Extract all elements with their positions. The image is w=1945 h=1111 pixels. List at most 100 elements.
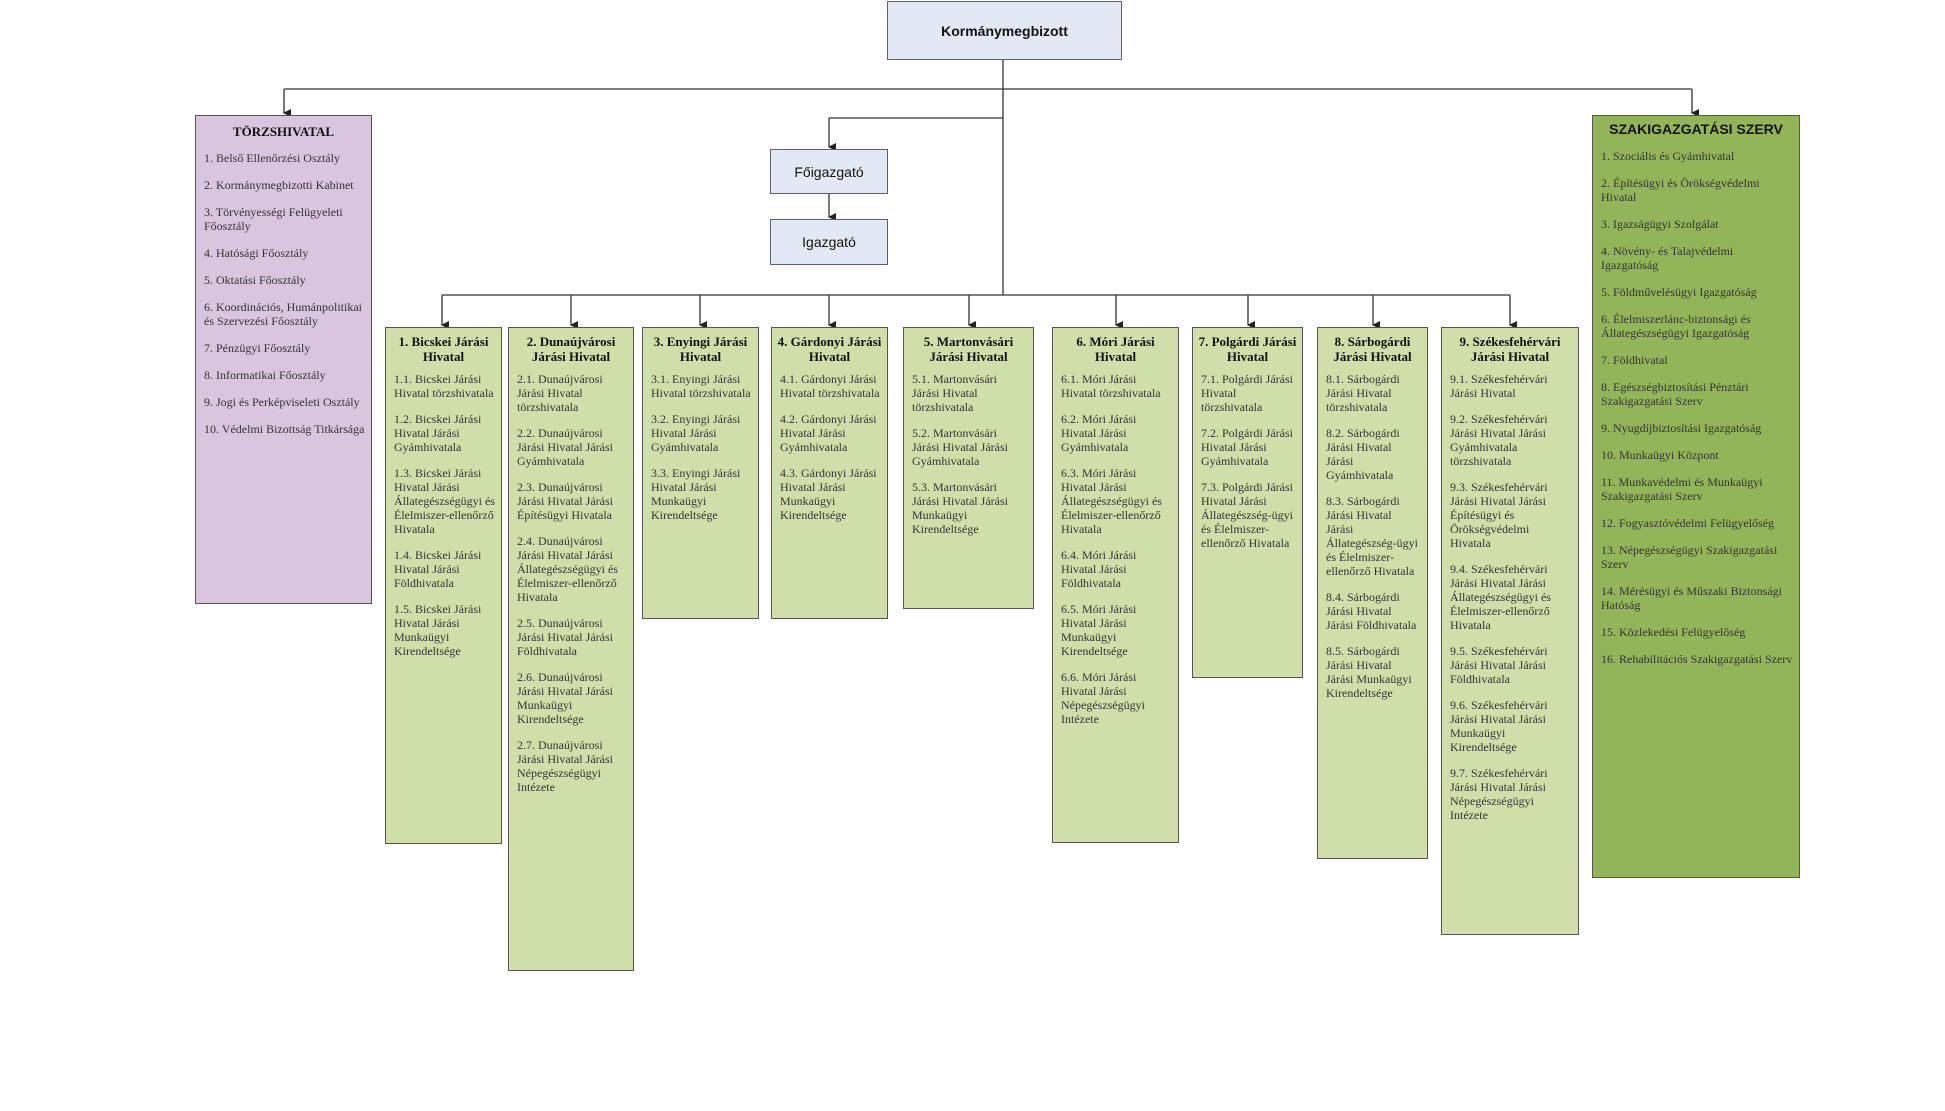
szakigazgatasi-item: 7. Földhivatal: [1601, 353, 1668, 367]
jarasi-unit-item: 7.3. Polgárdi Járási Hivatal Járási Álla…: [1201, 480, 1293, 550]
jarasi-unit-item: 6.2. Móri Járási Hivatal Járási Gyámhiva…: [1061, 412, 1137, 454]
jarasi-hivatal-title: 8. Sárbogárdi Járási Hivatal: [1333, 334, 1412, 364]
jarasi-hivatal-list: 1.1. Bicskei Járási Hivatal törzshivatal…: [386, 372, 501, 658]
jarasi-unit-item: 2.3. Dunaújvárosi Járási Hivatal Járási …: [517, 480, 613, 522]
jarasi-unit-item: 3.2. Enyingi Járási Hivatal Járási Gyámh…: [651, 412, 741, 454]
szakigazgatasi-item: 6. Élelmiszerlánc-biztonsági és Állategé…: [1601, 312, 1751, 340]
igazgato-box: Igazgató: [770, 219, 888, 265]
jarasi-hivatal-title: 7. Polgárdi Járási Hivatal: [1198, 334, 1297, 364]
jarasi-hivatal-list: 4.1. Gárdonyi Járási Hivatal törzshivata…: [772, 372, 887, 522]
jarasi-unit-item: 2.2. Dunaújvárosi Járási Hivatal Járási …: [517, 426, 613, 468]
jarasi-unit-item: 1.5. Bicskei Járási Hivatal Járási Munka…: [394, 602, 482, 658]
szakigazgatasi-title: SZAKIGAZGATÁSI SZERV: [1609, 121, 1783, 137]
szakigazgatasi-item: 4. Növény- és Talajvédelmi Igazgatóság: [1601, 244, 1734, 272]
torzshivatal-item: 3. Törvényességi Felügyeleti Főosztály: [204, 205, 343, 233]
jarasi-unit-item: 1.3. Bicskei Járási Hivatal Járási Állat…: [394, 466, 495, 536]
szakigazgatasi-item: 1. Szociális és Gyámhivatal: [1601, 149, 1735, 163]
jarasi-unit-item: 4.1. Gárdonyi Járási Hivatal törzshivata…: [780, 372, 880, 400]
jarasi-unit-item: 4.2. Gárdonyi Járási Hivatal Járási Gyám…: [780, 412, 877, 454]
szakigazgatasi-item: 15. Közlekedési Felügyelőség: [1601, 625, 1746, 639]
jarasi-hivatal-list: 3.1. Enyingi Járási Hivatal törzshivatal…: [643, 372, 758, 522]
jarasi-hivatal-list: 9.1. Székesfehérvári Járási Hivatal 9.2. …: [1442, 372, 1578, 822]
szakigazgatasi-item: 16. Rehabilitációs Szakigazgatási Szerv: [1601, 652, 1793, 666]
jarasi-hivatal-title: 6. Móri Járási Hivatal: [1076, 334, 1155, 364]
jarasi-unit-item: 5.1. Martonvásári Járási Hivatal törzshi…: [912, 372, 997, 414]
jarasi-unit-item: 6.5. Móri Járási Hivatal Járási Munkaügy…: [1061, 602, 1137, 658]
jarasi-unit-item: 4.3. Gárdonyi Járási Hivatal Járási Munk…: [780, 466, 877, 522]
jarasi-hivatal-title: 9. Székesfehérvári Járási Hivatal: [1459, 334, 1561, 364]
foigazgato-label: Főigazgató: [794, 163, 864, 180]
jarasi-unit-item: 6.3. Móri Járási Hivatal Járási Állategé…: [1061, 466, 1162, 536]
jarasi-hivatal-box: 3. Enyingi Járási Hivatal 3.1. Enyingi Já…: [642, 327, 759, 619]
jarasi-unit-item: 6.4. Móri Járási Hivatal Járási Földhiva…: [1061, 548, 1137, 590]
jarasi-hivatal-title: 5. Martonvásári Járási Hivatal: [923, 334, 1014, 364]
szakigazgatasi-item: 8. Egészségbiztosítási Pénztári Szakigaz…: [1601, 380, 1749, 408]
torzshivatal-box: TÖRZSHIVATAL 1. Belső Ellenőrzési Osztál…: [195, 115, 372, 604]
jarasi-unit-item: 6.1. Móri Járási Hivatal törzshivatala: [1061, 372, 1161, 400]
jarasi-hivatal-list: 6.1. Móri Járási Hivatal törzshivatala 6.…: [1053, 372, 1178, 726]
torzshivatal-title: TÖRZSHIVATAL: [232, 124, 335, 139]
torzshivatal-item: 1. Belső Ellenőrzési Osztály: [204, 151, 340, 165]
jarasi-unit-item: 8.5. Sárbogárdi Járási Hivatal Járási Mu…: [1326, 644, 1412, 700]
jarasi-hivatal-list: 7.1. Polgárdi Járási Hivatal törzshivata…: [1193, 372, 1302, 550]
jarasi-unit-item: 7.1. Polgárdi Járási Hivatal törzshivata…: [1201, 372, 1293, 414]
jarasi-hivatal-box: 8. Sárbogárdi Járási Hivatal 8.1. Sárbogá…: [1317, 327, 1428, 859]
szakigazgatasi-item: 2. Építésügyi és Örökségvédelmi Hivatal: [1601, 176, 1760, 204]
torzshivatal-item: 5. Oktatási Főosztály: [204, 273, 306, 287]
jarasi-unit-item: 9.3. Székesfehérvári Járási Hivatal Járá…: [1450, 480, 1548, 550]
jarasi-hivatal-title: 1. Bicskei Járási Hivatal: [398, 334, 489, 364]
jarasi-unit-item: 9.2. Székesfehérvári Járási Hivatal Járá…: [1450, 412, 1548, 468]
jarasi-unit-item: 3.1. Enyingi Járási Hivatal törzshivatal…: [651, 372, 751, 400]
jarasi-hivatal-title: 4. Gárdonyi Járási Hivatal: [777, 334, 882, 364]
jarasi-hivatal-box: 6. Móri Járási Hivatal 6.1. Móri Járási H…: [1052, 327, 1179, 843]
jarasi-unit-item: 2.7. Dunaújvárosi Járási Hivatal Járási …: [517, 738, 613, 794]
szakigazgatasi-list: 1. Szociális és Gyámhivatal 2. Építésügyi…: [1593, 149, 1799, 666]
torzshivatal-item: 9. Jogi és Perképviseleti Osztály: [204, 395, 360, 409]
jarasi-unit-item: 8.3. Sárbogárdi Járási Hivatal Járási Ál…: [1326, 494, 1418, 578]
torzshivatal-item: 10. Védelmi Bizottság Titkársága: [204, 422, 365, 436]
szakigazgatasi-item: 5. Földművelésügyi Igazgatóság: [1601, 285, 1757, 299]
jarasi-unit-item: 8.1. Sárbogárdi Járási Hivatal törzshiva…: [1326, 372, 1400, 414]
jarasi-unit-item: 9.7. Székesfehérvári Járási Hivatal Járá…: [1450, 766, 1548, 822]
szakigazgatasi-item: 9. Nyugdíjbiztosítási Igazgatóság: [1601, 421, 1762, 435]
jarasi-hivatal-box: 2. Dunaújvárosi Járási Hivatal 2.1. Dunaú…: [508, 327, 634, 971]
szakigazgatasi-item: 3. Igazságügyi Szolgálat: [1601, 217, 1719, 231]
jarasi-unit-item: 8.2. Sárbogárdi Járási Hivatal Járási Gy…: [1326, 426, 1400, 482]
szakigazgatasi-box: SZAKIGAZGATÁSI SZERV 1. Szociális és Gyá…: [1592, 115, 1800, 878]
jarasi-unit-item: 5.3. Martonvásári Járási Hivatal Járási …: [912, 480, 1008, 536]
szakigazgatasi-item: 10. Munkaügyi Központ: [1601, 448, 1719, 462]
jarasi-unit-item: 7.2. Polgárdi Járási Hivatal Járási Gyám…: [1201, 426, 1293, 468]
szakigazgatasi-item: 14. Mérésügyi és Műszaki Biztonsági Ható…: [1601, 584, 1782, 612]
torzshivatal-item: 7. Pénzügyi Főosztály: [204, 341, 311, 355]
kormanymegbizott-box: Kormánymegbizott: [887, 1, 1122, 60]
torzshivatal-item: 4. Hatósági Főosztály: [204, 246, 309, 260]
jarasi-hivatal-title: 2. Dunaújvárosi Járási Hivatal: [526, 334, 616, 364]
jarasi-hivatal-list: 5.1. Martonvásári Járási Hivatal törzshi…: [904, 372, 1033, 536]
jarasi-hivatal-title: 3. Enyingi Járási Hivatal: [653, 334, 748, 364]
jarasi-unit-item: 1.2. Bicskei Járási Hivatal Járási Gyámh…: [394, 412, 482, 454]
jarasi-unit-item: 9.4. Székesfehérvári Járási Hivatal Járá…: [1450, 562, 1551, 632]
foigazgato-box: Főigazgató: [770, 149, 888, 194]
jarasi-unit-item: 2.4. Dunaújvárosi Járási Hivatal Járási …: [517, 534, 618, 604]
jarasi-unit-item: 2.1. Dunaújvárosi Járási Hivatal törzshi…: [517, 372, 603, 414]
jarasi-unit-item: 6.6. Móri Járási Hivatal Járási Népegész…: [1061, 670, 1145, 726]
jarasi-hivatal-list: 8.1. Sárbogárdi Járási Hivatal törzshiva…: [1318, 372, 1427, 700]
jarasi-hivatal-list: 2.1. Dunaújvárosi Járási Hivatal törzshi…: [509, 372, 633, 794]
jarasi-unit-item: 9.6. Székesfehérvári Járási Hivatal Járá…: [1450, 698, 1548, 754]
szakigazgatasi-item: 11. Munkavédelmi és Munkaügyi Szakigazga…: [1601, 475, 1763, 503]
jarasi-hivatal-box: 9. Székesfehérvári Járási Hivatal 9.1. Sz…: [1441, 327, 1579, 935]
torzshivatal-item: 8. Informatikai Főosztály: [204, 368, 326, 382]
igazgato-label: Igazgató: [802, 234, 856, 250]
jarasi-unit-item: 5.2. Martonvásári Járási Hivatal Járási …: [912, 426, 1008, 468]
jarasi-hivatal-box: 5. Martonvásári Járási Hivatal 5.1. Marto…: [903, 327, 1034, 609]
jarasi-hivatal-box: 4. Gárdonyi Járási Hivatal 4.1. Gárdonyi …: [771, 327, 888, 619]
jarasi-unit-item: 1.1. Bicskei Járási Hivatal törzshivatal…: [394, 372, 494, 400]
szakigazgatasi-item: 12. Fogyasztóvédelmi Felügyelőség: [1601, 516, 1774, 530]
jarasi-unit-item: 8.4. Sárbogárdi Járási Hivatal Járási Fö…: [1326, 590, 1417, 632]
szakigazgatasi-item: 13. Népegészségügyi Szakigazgatási Szerv: [1601, 543, 1778, 571]
jarasi-unit-item: 9.5. Székesfehérvári Járási Hivatal Járá…: [1450, 644, 1548, 686]
jarasi-unit-item: 2.6. Dunaújvárosi Járási Hivatal Járási …: [517, 670, 613, 726]
jarasi-unit-item: 9.1. Székesfehérvári Járási Hivatal: [1450, 372, 1548, 400]
kormanymegbizott-label: Kormánymegbizott: [941, 22, 1068, 39]
